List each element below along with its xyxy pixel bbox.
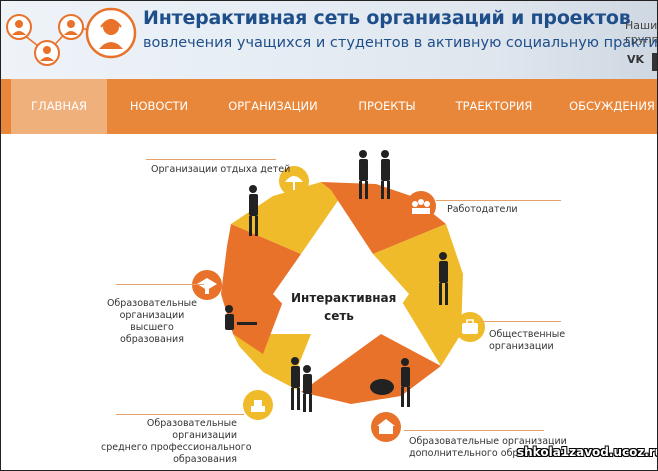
employers-icon[interactable]	[406, 191, 436, 221]
secondary-education-icon[interactable]	[243, 390, 273, 420]
label-rule	[116, 284, 204, 285]
site-title: Интерактивная сеть организаций и проекто…	[143, 7, 631, 29]
label-leisure[interactable]: Организации отдыха детей	[151, 164, 291, 175]
label-line: образования	[173, 454, 237, 465]
network-ring	[192, 150, 485, 442]
main-navigation: ГЛАВНАЯ НОВОСТИ ОРГАНИЗАЦИИ ПРОЕКТЫ ТРАЕ…	[1, 79, 657, 134]
segment-bottom-right	[301, 334, 441, 404]
label-line: Образовательные	[106, 298, 198, 309]
center-title-line: Интерактивная	[291, 291, 397, 305]
social-groups-label: Наши группы	[625, 19, 658, 46]
person-figure-public	[439, 252, 448, 305]
label-rule	[481, 321, 561, 322]
label-line: организации	[119, 310, 185, 321]
facebook-icon[interactable]	[652, 53, 657, 71]
label-line: дополнительного образования	[409, 448, 565, 459]
label-secondary-education[interactable]: Образовательные организации среднего про…	[101, 418, 252, 466]
nav-item-news[interactable]: НОВОСТИ	[129, 99, 189, 113]
person-figure-additional	[370, 358, 410, 407]
person-figure-leisure	[249, 185, 258, 236]
label-rule	[146, 159, 276, 160]
person-figure-handshake	[359, 150, 390, 199]
label-line: организации	[172, 430, 237, 441]
higher-education-icon[interactable]	[192, 270, 222, 300]
segment-left	[221, 224, 301, 354]
center-hexagon	[273, 254, 409, 334]
segment-right	[373, 224, 463, 366]
label-line: высшего	[130, 322, 174, 333]
label-line: Образовательные организации	[409, 436, 567, 447]
label-line: организации	[489, 341, 554, 352]
nav-item-home[interactable]: ГЛАВНАЯ	[11, 79, 107, 134]
label-rule	[116, 414, 244, 415]
nav-item-trajectory[interactable]: ТРАЕКТОРИЯ	[455, 99, 533, 113]
person-figure-higher	[225, 305, 257, 330]
label-line: Образовательные	[146, 418, 237, 429]
network-diagram: Интерактивная сеть Организации отдыха де…	[1, 134, 657, 470]
public-orgs-icon[interactable]	[455, 312, 485, 342]
site-subtitle: вовлечения учащихся и студентов в активн…	[143, 35, 658, 51]
vk-icon[interactable]: VK	[627, 53, 645, 66]
label-rule	[436, 200, 561, 201]
segment-top-left	[231, 182, 346, 254]
label-additional-education[interactable]: Образовательные организации дополнительн…	[409, 436, 567, 460]
logo-people-icon	[6, 7, 137, 66]
label-line: среднего профессионального	[101, 442, 252, 453]
leisure-icon[interactable]	[279, 166, 309, 196]
label-higher-education[interactable]: Образовательные организации высшего обра…	[99, 298, 205, 346]
site-watermark: shkola1zavod.ucoz.ru	[517, 445, 658, 459]
nav-item-discussions[interactable]: ОБСУЖДЕНИЯ	[569, 99, 655, 113]
site-header: Интерактивная сеть организаций и проекто…	[1, 1, 657, 79]
additional-education-icon[interactable]	[371, 412, 401, 442]
center-title-line: сеть	[324, 309, 354, 323]
label-public-orgs[interactable]: Общественные организации	[489, 329, 565, 353]
nav-item-organizations[interactable]: ОРГАНИЗАЦИИ	[228, 99, 318, 113]
label-line: Общественные	[489, 329, 566, 340]
person-figure-secondary	[291, 357, 312, 412]
label-rule	[404, 430, 544, 431]
center-title: Интерактивная сеть	[291, 289, 397, 325]
nav-item-projects[interactable]: ПРОЕКТЫ	[358, 99, 416, 113]
label-line: образования	[120, 334, 184, 345]
label-employers[interactable]: Работодатели	[447, 204, 518, 215]
